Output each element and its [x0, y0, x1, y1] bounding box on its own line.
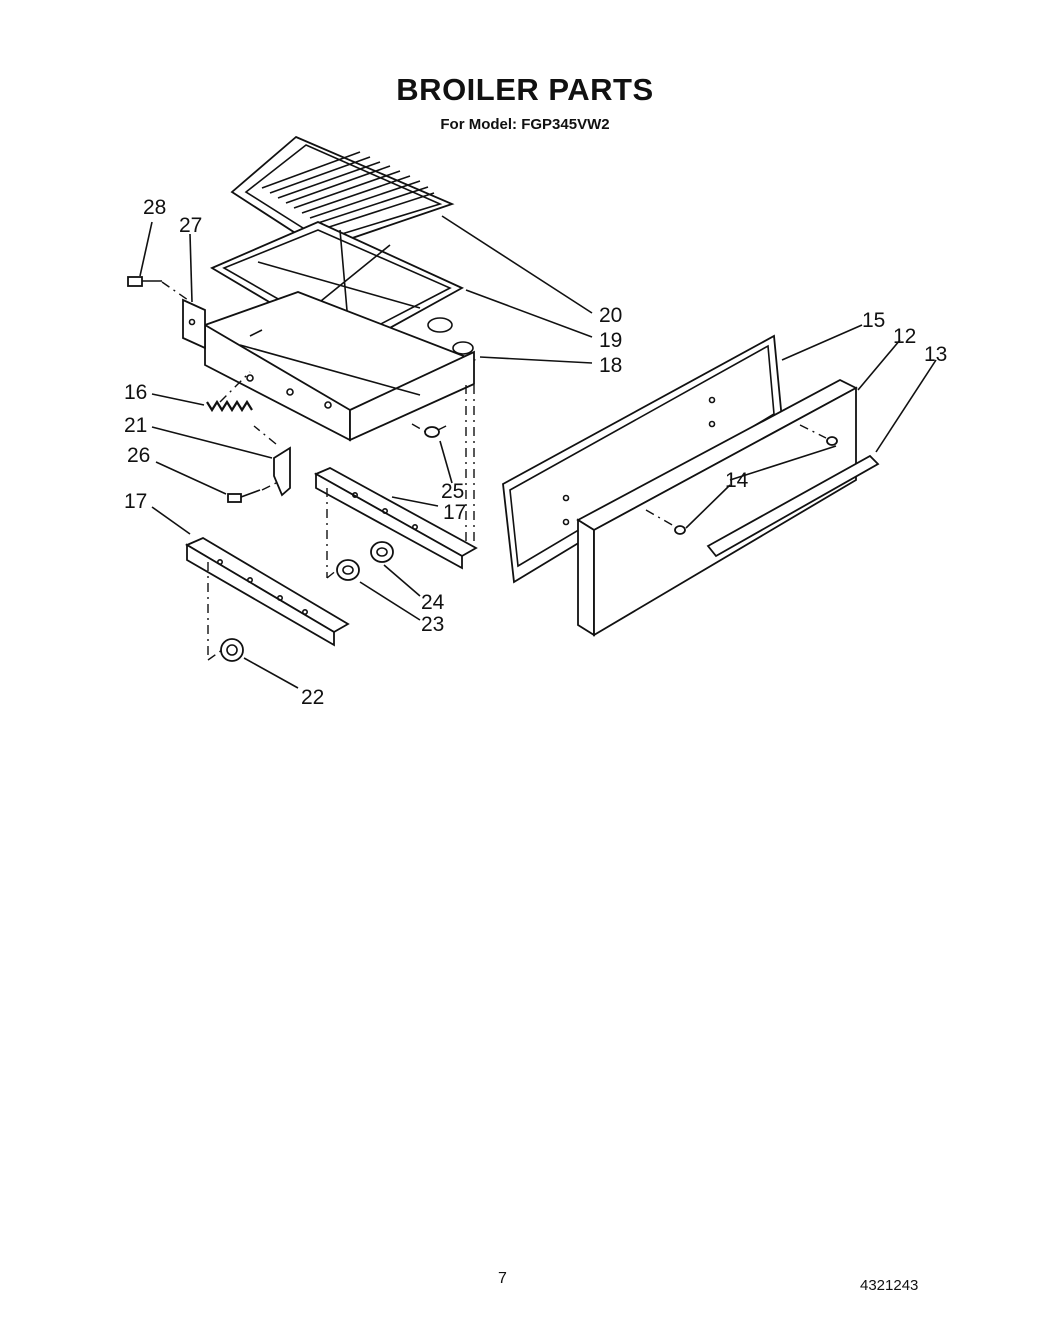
callout-28: 28	[143, 196, 166, 219]
door-handle	[706, 454, 880, 558]
side-bracket	[182, 298, 206, 350]
document-number: 4321243	[860, 1277, 919, 1294]
callout-15: 15	[862, 309, 885, 332]
callout-25: 25	[441, 480, 464, 503]
callout-17-lower: 17	[124, 490, 147, 513]
broiler-drawer	[202, 291, 477, 442]
callout-26: 26	[127, 444, 150, 467]
handle-spacer	[674, 436, 838, 535]
callout-12: 12	[893, 325, 916, 348]
callout-13: 13	[924, 343, 947, 366]
screw-28	[127, 276, 162, 287]
assembly-lines	[161, 281, 827, 661]
callout-22: 22	[301, 686, 324, 709]
callout-21: 21	[124, 414, 147, 437]
callout-17-upper: 17	[443, 501, 466, 524]
callout-18: 18	[599, 354, 622, 377]
page-title: BROILER PARTS	[396, 72, 654, 107]
broiler-grid	[230, 135, 455, 250]
model-subtitle: For Model: FGP345VW2	[440, 116, 610, 133]
slide-rail-upper	[313, 467, 478, 570]
callout-23: 23	[421, 613, 444, 636]
leader-lines	[139, 215, 937, 689]
roller-24	[370, 541, 394, 563]
spring	[206, 399, 253, 413]
clip	[424, 426, 440, 438]
callout-16: 16	[124, 381, 147, 404]
callout-20: 20	[599, 304, 622, 327]
page-number: 7	[498, 1270, 507, 1287]
callout-14: 14	[725, 469, 749, 492]
screw-26	[227, 489, 261, 503]
callout-27: 27	[179, 214, 202, 237]
slide-rail-lower	[185, 536, 350, 647]
door-panel	[576, 378, 858, 637]
roller-22	[220, 638, 244, 662]
callout-19: 19	[599, 329, 622, 352]
roller-23	[336, 559, 360, 581]
latch	[273, 446, 291, 497]
callout-24: 24	[421, 591, 445, 614]
callout-labels: 28 27 20 19 18 15 12 13 16 21 26 25 17 1…	[124, 196, 947, 709]
